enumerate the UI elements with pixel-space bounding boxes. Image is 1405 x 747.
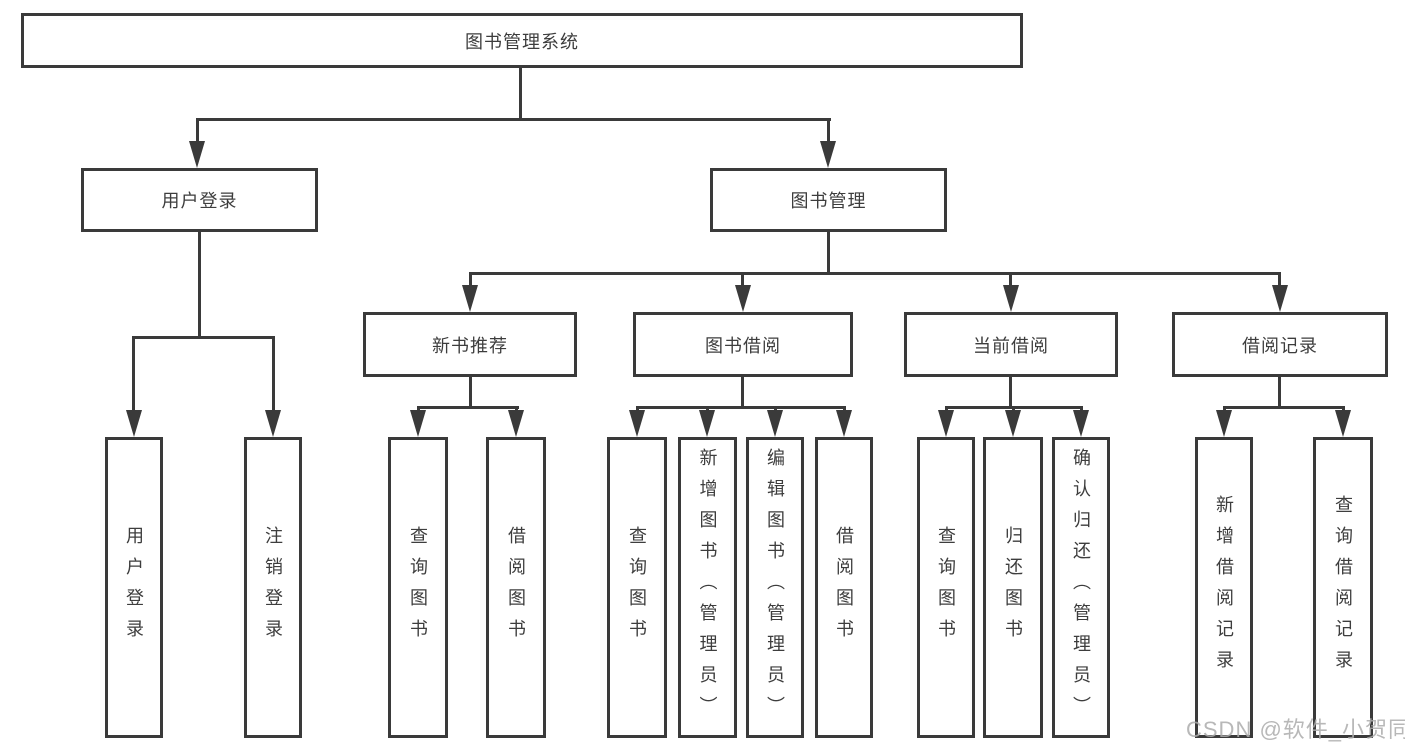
node-new-book-recommendation: 新书推荐	[363, 312, 577, 377]
arrowhead-down-icon	[767, 410, 783, 437]
leaf-label: 注销登录	[263, 525, 283, 650]
leaf-label: 查询图书	[408, 525, 428, 650]
connector-line	[198, 232, 201, 336]
node-current-borrowing: 当前借阅	[904, 312, 1118, 377]
arrowhead-down-icon	[265, 410, 281, 437]
node-label: 用户登录	[161, 191, 238, 211]
connector-line	[197, 118, 831, 121]
leaf-label: 借阅图书	[506, 525, 526, 650]
connector-line	[1278, 272, 1281, 288]
arrowhead-down-icon	[735, 285, 751, 312]
leaf-query-books-3: 查询图书	[917, 437, 975, 738]
node-borrowing-records: 借阅记录	[1172, 312, 1388, 377]
connector-line	[1223, 406, 1345, 409]
node-label: 新书推荐	[432, 335, 508, 356]
node-book-management: 图书管理	[710, 168, 947, 232]
arrowhead-down-icon	[820, 141, 836, 168]
arrowhead-down-icon	[1272, 285, 1288, 312]
arrowhead-down-icon	[126, 410, 142, 437]
arrowhead-down-icon	[629, 410, 645, 437]
leaf-label: 用户登录	[124, 525, 144, 650]
arrowhead-down-icon	[938, 410, 954, 437]
connector-line	[469, 272, 1281, 275]
node-root-library-system: 图书管理系统	[21, 13, 1023, 68]
arrowhead-down-icon	[1073, 410, 1089, 437]
leaf-user-login: 用户登录	[105, 437, 163, 738]
leaf-label: 查询图书	[936, 525, 956, 650]
leaf-label: 归还图书	[1003, 525, 1023, 650]
connector-line	[1278, 377, 1281, 406]
leaf-logout: 注销登录	[244, 437, 302, 738]
node-label: 借阅记录	[1242, 335, 1318, 356]
leaf-add-books-admin: 新增图书（管理员）	[678, 437, 737, 738]
leaf-add-borrow-record: 新增借阅记录	[1195, 437, 1253, 738]
connector-line	[132, 336, 275, 339]
node-book-borrowing: 图书借阅	[633, 312, 853, 377]
leaf-borrow-books-1: 借阅图书	[486, 437, 546, 738]
connector-line	[132, 336, 135, 412]
connector-line	[1009, 377, 1012, 406]
node-label: 图书借阅	[705, 335, 781, 356]
connector-line	[196, 118, 199, 143]
leaf-query-books-2: 查询图书	[607, 437, 667, 738]
leaf-return-books: 归还图书	[983, 437, 1043, 738]
arrowhead-down-icon	[1216, 410, 1232, 437]
arrowhead-down-icon	[508, 410, 524, 437]
leaf-label: 编辑图书（管理员）	[765, 448, 785, 727]
csdn-watermark: CSDN @软件_小贺同学	[1186, 717, 1405, 742]
leaf-query-books-1: 查询图书	[388, 437, 448, 738]
connector-line	[636, 406, 846, 409]
connector-line	[469, 272, 472, 288]
node-label: 当前借阅	[973, 335, 1049, 356]
connector-line	[469, 377, 472, 406]
connector-line	[519, 68, 522, 118]
arrowhead-down-icon	[462, 285, 478, 312]
arrowhead-down-icon	[699, 410, 715, 437]
leaf-edit-books-admin: 编辑图书（管理员）	[746, 437, 804, 738]
connector-line	[741, 377, 744, 406]
leaf-borrow-books-2: 借阅图书	[815, 437, 873, 738]
arrowhead-down-icon	[1005, 410, 1021, 437]
leaf-label: 确认归还（管理员）	[1071, 448, 1091, 727]
leaf-query-borrow-record: 查询借阅记录	[1313, 437, 1373, 738]
connector-line	[272, 336, 275, 412]
node-user-login: 用户登录	[81, 168, 318, 232]
node-label: 图书管理	[790, 191, 867, 211]
leaf-label: 查询图书	[627, 525, 647, 650]
connector-line	[1009, 272, 1012, 288]
leaf-confirm-return-admin: 确认归还（管理员）	[1052, 437, 1110, 738]
leaf-label: 新增借阅记录	[1214, 494, 1234, 681]
arrowhead-down-icon	[1335, 410, 1351, 437]
connector-line	[741, 272, 744, 288]
leaf-label: 查询借阅记录	[1333, 494, 1353, 681]
leaf-label: 新增图书（管理员）	[697, 448, 718, 727]
arrowhead-down-icon	[1003, 285, 1019, 312]
arrowhead-down-icon	[410, 410, 426, 437]
connector-line	[417, 406, 519, 409]
arrowhead-down-icon	[189, 141, 205, 168]
leaf-label: 借阅图书	[834, 525, 854, 650]
arrowhead-down-icon	[836, 410, 852, 437]
connector-line	[827, 118, 830, 143]
connector-line	[827, 232, 830, 272]
node-label: 图书管理系统	[465, 31, 579, 52]
